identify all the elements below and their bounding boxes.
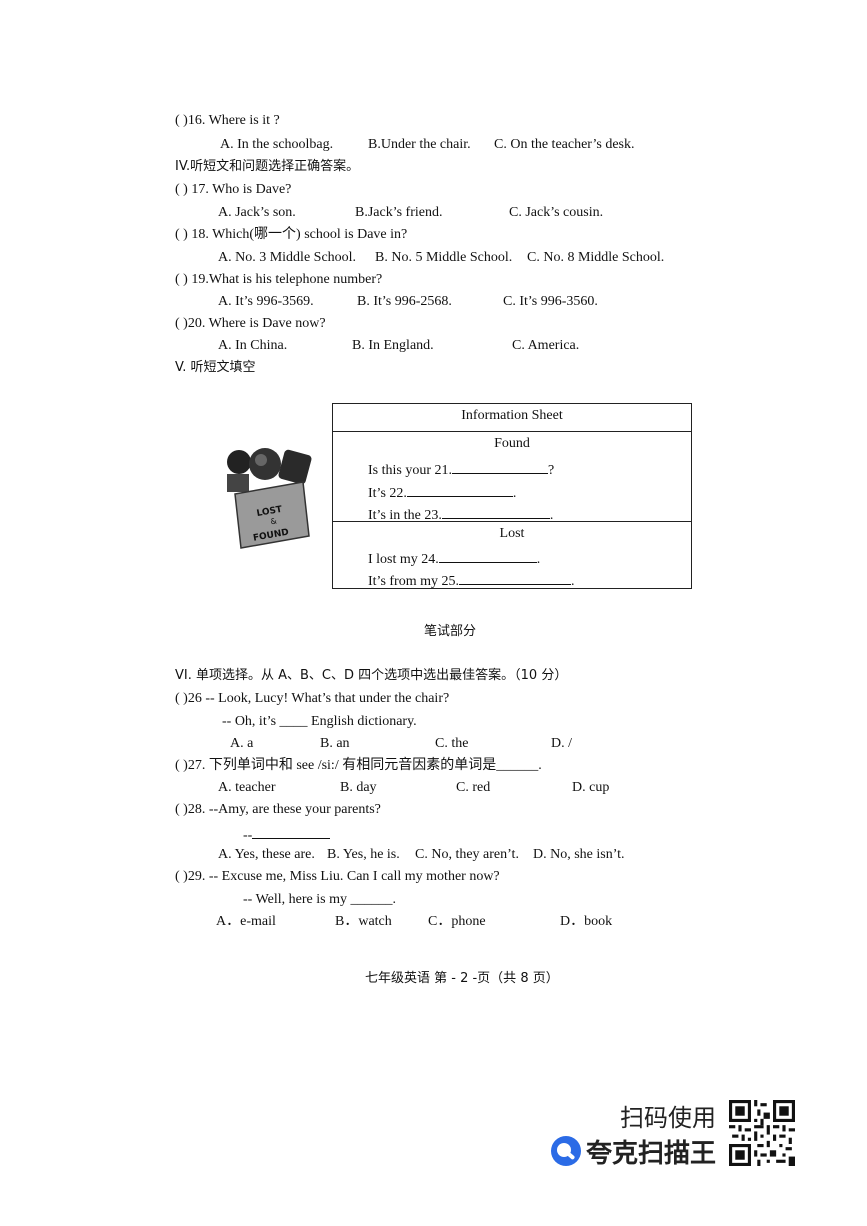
lost-label: Lost bbox=[499, 526, 525, 541]
found-label: Found bbox=[494, 436, 530, 451]
lost-line-25: It’s from my 25.. bbox=[368, 570, 575, 591]
q16-option-b: B.Under the chair. bbox=[368, 137, 471, 152]
q18-option-b: B. No. 5 Middle School. bbox=[375, 250, 513, 265]
q18-option-a: A. No. 3 Middle School. bbox=[218, 250, 357, 265]
q17-option-c: C. Jack’s cousin. bbox=[509, 205, 604, 220]
q28-answer-blank[interactable] bbox=[252, 824, 331, 839]
lost-and-found-box-image: LOST & FOUND bbox=[227, 448, 312, 549]
q19-option-c: C. It’s 996-3560. bbox=[503, 294, 598, 309]
q26-option-c: C. the bbox=[435, 736, 469, 751]
found-line-22: It’s 22.. bbox=[368, 482, 516, 503]
q26-option-d: D. / bbox=[551, 736, 572, 751]
q16-option-a: A. In the schoolbag. bbox=[220, 137, 334, 152]
found-line-21: Is this your 21.? bbox=[368, 459, 554, 480]
section-iv-heading: IV.听短文和问题选择正确答案。 bbox=[175, 159, 360, 174]
blank-21[interactable] bbox=[452, 459, 548, 474]
q27-option-b: B. day bbox=[340, 780, 377, 795]
q29-option-c: C．phone bbox=[428, 914, 486, 929]
q29-stem: ( )29. -- Excuse me, Miss Liu. Can I cal… bbox=[175, 869, 500, 884]
q26-option-a: A. a bbox=[230, 736, 254, 751]
q19-option-a: A. It’s 996-3569. bbox=[218, 294, 314, 309]
found-line-23: It’s in the 23.. bbox=[368, 504, 553, 525]
blank-25[interactable] bbox=[459, 570, 571, 585]
section-vi-heading: VI. 单项选择。从 A、B、C、D 四个选项中选出最佳答案。（10 分） bbox=[175, 668, 568, 683]
qr-code-icon[interactable] bbox=[728, 1100, 796, 1166]
q28-line2: -- bbox=[243, 824, 331, 845]
q16-stem: ( )16. Where is it ? bbox=[175, 113, 280, 128]
q17-stem: ( ) 17. Who is Dave? bbox=[175, 182, 292, 197]
scan-to-use-label: 扫码使用 bbox=[620, 1104, 716, 1132]
q27-option-d: D. cup bbox=[572, 780, 610, 795]
box-label-lost: LOST bbox=[256, 505, 284, 519]
lost-line-24: I lost my 24.. bbox=[368, 548, 540, 569]
q17-option-b: B.Jack’s friend. bbox=[355, 205, 443, 220]
q28-option-d: D. No, she isn’t. bbox=[533, 847, 625, 862]
q29-option-d: D．book bbox=[560, 914, 613, 929]
written-part-title: 笔试部分 bbox=[424, 624, 477, 639]
q19-stem: ( ) 19.What is his telephone number? bbox=[175, 272, 383, 287]
box-label-amp: & bbox=[270, 516, 278, 526]
q18-stem: ( ) 18. Which(哪一个) school is Dave in? bbox=[175, 227, 408, 242]
quark-logo-icon bbox=[551, 1136, 581, 1166]
q17-option-a: A. Jack’s son. bbox=[218, 205, 296, 220]
q27-option-a: A. teacher bbox=[218, 780, 276, 795]
q28-option-b: B. Yes, he is. bbox=[327, 847, 400, 862]
q20-option-a: A. In China. bbox=[218, 338, 288, 353]
q28-stem: ( )28. --Amy, are these your parents? bbox=[175, 802, 381, 817]
blank-22[interactable] bbox=[406, 482, 513, 497]
q20-option-b: B. In England. bbox=[352, 338, 434, 353]
q19-option-b: B. It’s 996-2568. bbox=[357, 294, 452, 309]
q29-option-b: B．watch bbox=[335, 914, 392, 929]
q16-option-c: C. On the teacher’s desk. bbox=[494, 137, 635, 152]
blank-23[interactable] bbox=[441, 504, 550, 519]
q18-option-c: C. No. 8 Middle School. bbox=[527, 250, 665, 265]
section-v-heading: V. 听短文填空 bbox=[175, 360, 256, 375]
q27-option-c: C. red bbox=[456, 780, 491, 795]
brand-name: 夸克扫描王 bbox=[586, 1139, 717, 1169]
blank-24[interactable] bbox=[438, 548, 537, 563]
information-sheet: Information Sheet Found Is this your 21.… bbox=[332, 403, 692, 589]
q20-stem: ( )20. Where is Dave now? bbox=[175, 316, 326, 331]
q28-option-c: C. No, they aren’t. bbox=[415, 847, 519, 862]
q29-line2: -- Well, here is my ______. bbox=[243, 892, 396, 907]
q27-stem: ( )27. 下列单词中和 see /si:/ 有相同元音因素的单词是_____… bbox=[175, 758, 542, 773]
q20-option-c: C. America. bbox=[512, 338, 580, 353]
q29-option-a: A．e-mail bbox=[216, 914, 276, 929]
info-sheet-title: Information Sheet bbox=[461, 408, 563, 423]
q26-stem: ( )26 -- Look, Lucy! What’s that under t… bbox=[175, 691, 450, 706]
q28-option-a: A. Yes, these are. bbox=[218, 847, 315, 862]
q26-option-b: B. an bbox=[320, 736, 350, 751]
q26-line2: -- Oh, it’s ____ English dictionary. bbox=[222, 714, 417, 729]
page-footer: 七年级英语 第 - 2 -页（共 8 页） bbox=[365, 971, 559, 986]
